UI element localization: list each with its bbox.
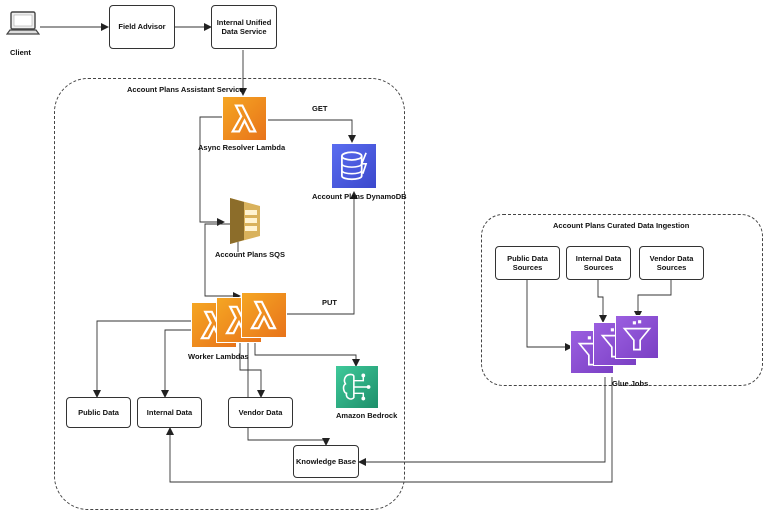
public-data-sources-box[interactable]: Public Data Sources xyxy=(495,246,560,280)
edge-glue-to-knowledge-base xyxy=(358,377,606,466)
edge-workers-to-knowledge-base xyxy=(247,343,330,446)
assistant-group-title: Account Plans Assistant Service xyxy=(127,85,244,94)
async-resolver-label: Async Resolver Lambda xyxy=(198,143,286,152)
knowledge-base-label: Knowledge Base xyxy=(296,456,357,466)
client-label: Client xyxy=(10,48,31,57)
sqs-label: Account Plans SQS xyxy=(215,250,286,259)
edge-workers-to-dynamodb-put xyxy=(285,191,358,315)
curated-data-ingestion-group xyxy=(481,214,763,386)
internal-data-sources-box[interactable]: Internal Data Sources xyxy=(566,246,631,280)
field-advisor-box[interactable]: Field Advisor xyxy=(109,5,175,49)
internal-unified-label: Internal Unified Data Service xyxy=(216,17,272,36)
internal-data-box[interactable]: Internal Data xyxy=(137,397,202,428)
internal-unified-data-service-box[interactable]: Internal Unified Data Service xyxy=(211,5,277,49)
account-plans-assistant-group xyxy=(54,78,405,510)
internal-sources-label: Internal Data Sources xyxy=(575,253,622,272)
glue-jobs-label: Glue Jobs xyxy=(612,379,649,388)
laptop-icon xyxy=(6,10,40,40)
internal-data-label: Internal Data xyxy=(146,407,193,417)
worker-lambdas-label: Worker Lambdas xyxy=(188,352,249,361)
ingestion-group-title: Account Plans Curated Data Ingestion xyxy=(553,221,690,230)
public-sources-label: Public Data Sources xyxy=(507,253,548,272)
edge-workers-to-bedrock xyxy=(254,343,360,367)
vendor-data-label: Vendor Data xyxy=(238,407,283,417)
field-advisor-label: Field Advisor xyxy=(118,22,166,32)
async-resolver-lambda-icon[interactable] xyxy=(222,96,267,141)
bedrock-brain-icon[interactable] xyxy=(336,366,378,408)
edge-async-to-dynamodb-get xyxy=(268,119,356,143)
vendor-data-box[interactable]: Vendor Data xyxy=(228,397,293,428)
vendor-sources-label: Vendor Data Sources xyxy=(649,253,694,272)
public-data-box[interactable]: Public Data xyxy=(66,397,131,428)
bedrock-label: Amazon Bedrock xyxy=(336,411,398,420)
edge-async-to-sqs xyxy=(199,116,225,226)
dynamodb-label: Account Plans DynamoDB xyxy=(312,192,407,201)
edge-workers-to-vendor-data xyxy=(239,343,265,398)
edge-internal-sources-to-glue xyxy=(597,280,607,323)
dynamodb-icon[interactable] xyxy=(332,144,376,188)
public-data-label: Public Data xyxy=(78,407,119,417)
knowledge-base-box[interactable]: Knowledge Base xyxy=(293,445,359,478)
put-edge-label: PUT xyxy=(322,298,337,307)
get-edge-label: GET xyxy=(312,104,328,113)
sqs-queue-icon[interactable] xyxy=(224,196,266,246)
edge-vendor-sources-to-glue xyxy=(634,280,672,319)
vendor-data-sources-box[interactable]: Vendor Data Sources xyxy=(639,246,704,280)
glue-job-icon-3[interactable] xyxy=(615,315,659,359)
worker-lambda-icon-3[interactable] xyxy=(241,292,287,338)
edge-workers-to-public-data xyxy=(93,320,197,398)
edge-public-sources-to-glue xyxy=(526,280,573,351)
